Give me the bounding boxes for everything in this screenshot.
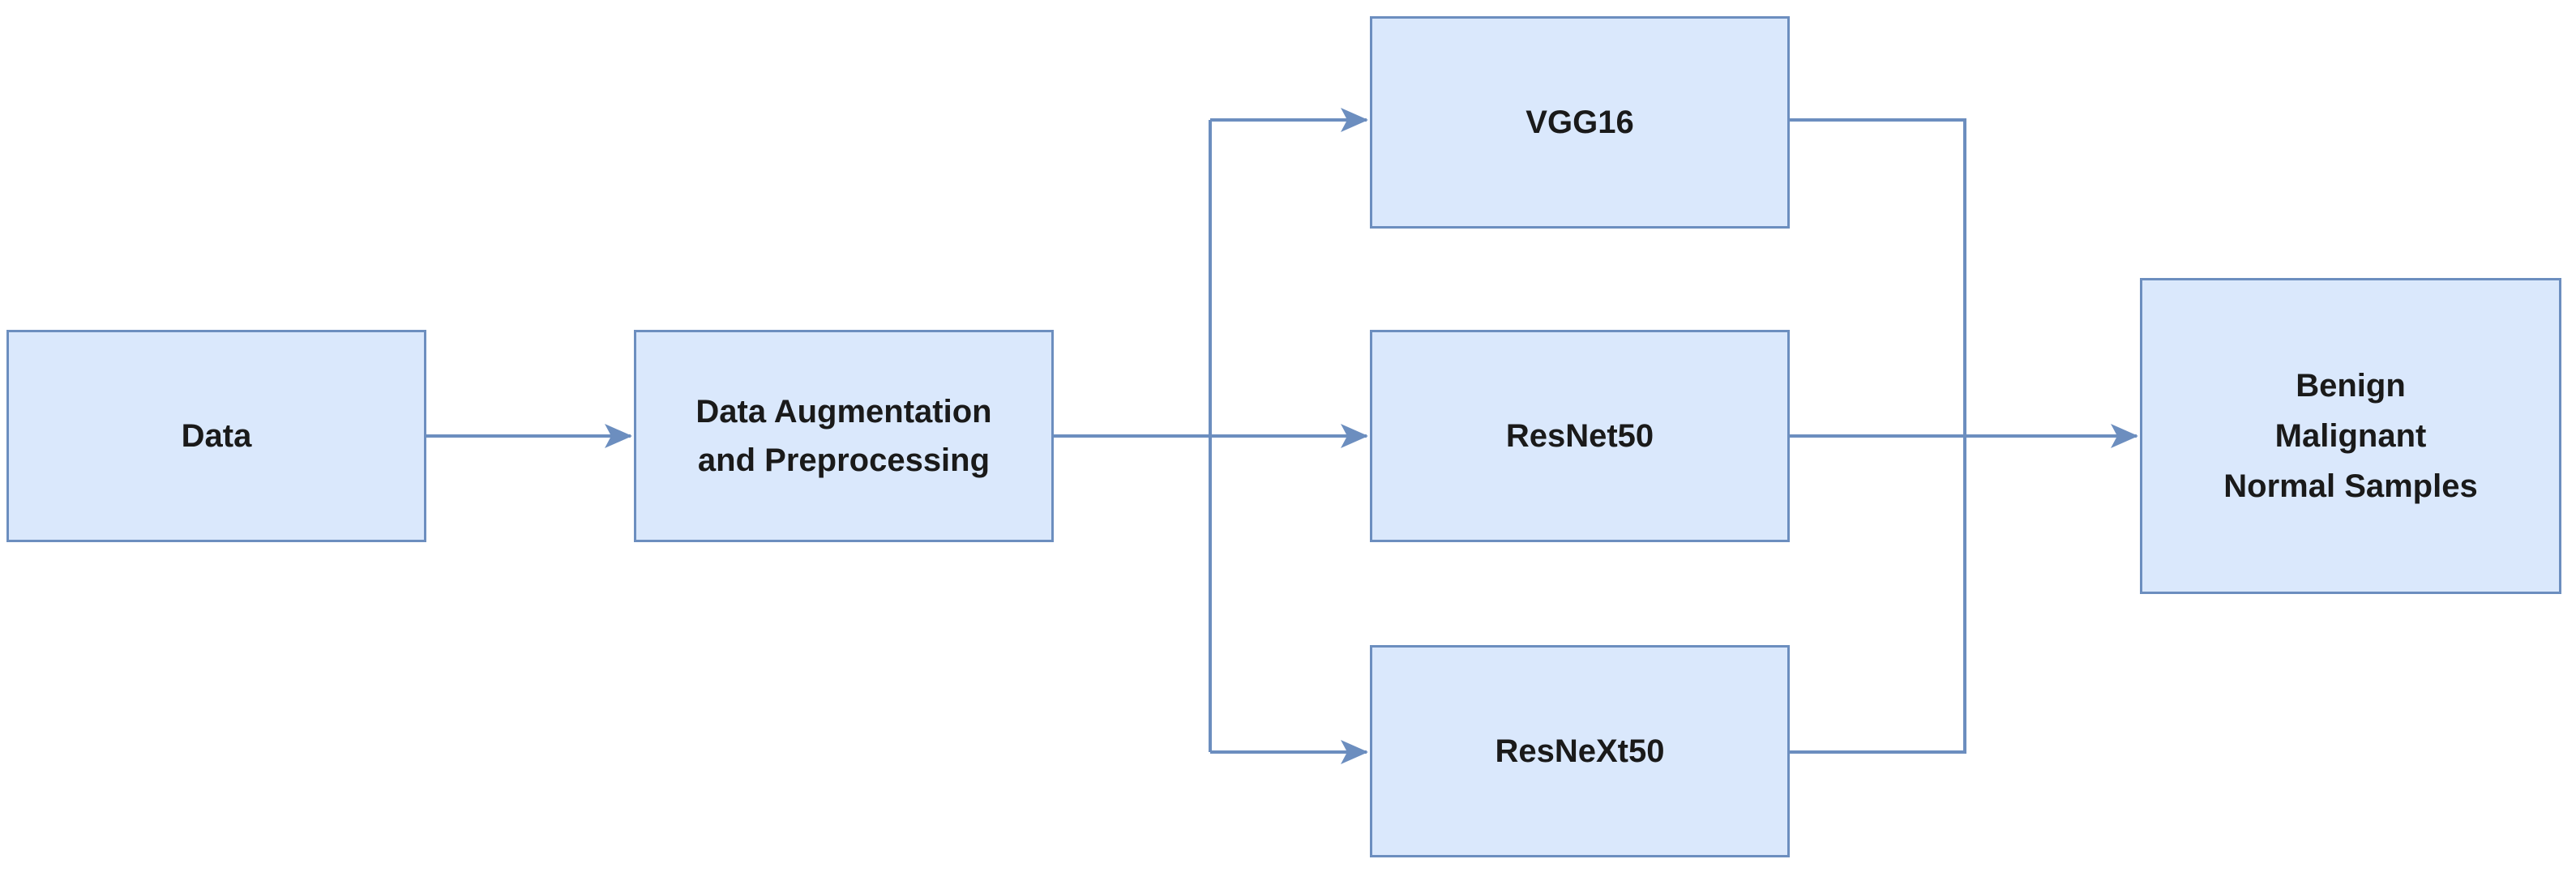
resnext50-node-label: ResNeXt50 <box>1495 733 1665 769</box>
edge-vgg16-to-merge <box>1790 118 1966 436</box>
augmentation-node: Data Augmentation and Preprocessing <box>634 330 1054 542</box>
vgg16-node-label: VGG16 <box>1525 105 1634 140</box>
data-node-label: Data <box>181 418 252 454</box>
vgg16-node: VGG16 <box>1370 16 1790 229</box>
output-classes-node: Benign Malignant Normal Samples <box>2140 278 2561 594</box>
resnet50-node-label: ResNet50 <box>1505 418 1654 454</box>
edge-resnext50-to-merge <box>1790 436 1966 754</box>
augmentation-node-label: Data Augmentation and Preprocessing <box>695 394 992 478</box>
resnext50-node: ResNeXt50 <box>1370 645 1790 857</box>
output-classes-node-label: Benign Malignant Normal Samples <box>2223 368 2478 504</box>
data-node: Data <box>6 330 426 542</box>
resnet50-node: ResNet50 <box>1370 330 1790 542</box>
